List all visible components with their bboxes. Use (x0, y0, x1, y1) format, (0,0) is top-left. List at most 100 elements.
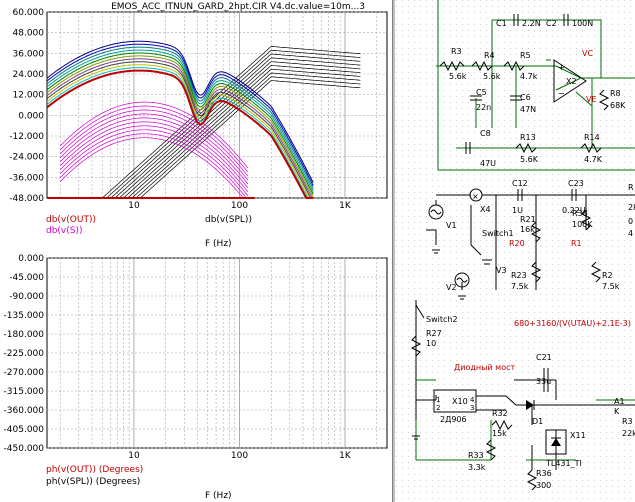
svg-text:X2: X2 (566, 77, 577, 86)
label-r2: R2 (602, 271, 613, 280)
resistor-r23[interactable] (530, 261, 542, 283)
label-r4: R4 (484, 51, 495, 60)
capacitor-c5[interactable] (470, 95, 482, 101)
capacitor-c2[interactable] (563, 14, 569, 26)
legend-ph-out[interactable]: ph(v(OUT)) (Degrees) (46, 465, 143, 475)
label-r2-val: 7.5k (602, 282, 620, 291)
phase-plot[interactable]: 0.000-45.000-90.000-135.000-180.000-225.… (4, 197, 388, 501)
switch1[interactable]: Switch1 (470, 229, 514, 256)
opamp-x2[interactable]: X2 + − (553, 59, 587, 103)
y-tick-label: -36.000 (9, 173, 44, 183)
y-tick-label: -90.000 (9, 292, 44, 302)
legend-db-out[interactable]: db(v(OUT)) (46, 215, 96, 225)
label-r36: R36 (536, 469, 552, 478)
multiplier-x4[interactable]: × X4 (469, 188, 491, 214)
label-r21-val: 16k (520, 225, 535, 234)
resistor-r8[interactable] (598, 89, 610, 111)
svg-text:2: 2 (436, 404, 440, 412)
svg-text:V3: V3 (496, 266, 507, 275)
x-tick-label: 10 (128, 201, 140, 211)
label-r5-val: 4.7k (520, 72, 538, 81)
label-c1: C1 (496, 19, 507, 28)
y-tick-label: -315.000 (4, 387, 45, 397)
label-r1: R1 (571, 239, 582, 248)
capacitor-c21[interactable] (543, 368, 549, 392)
curve-db-s (59, 129, 249, 197)
regulator-x11[interactable]: X11 TL431_TI (545, 429, 586, 468)
bridge-x10[interactable]: X10 1 2 4 3 2Д906 (433, 389, 477, 424)
resistor-r4[interactable] (471, 60, 493, 72)
svg-text:1: 1 (436, 396, 440, 404)
analysis-plot-window[interactable]: EMOS_ACC_ITNUN_GARD_2hpt.CIR V4.dc.value… (0, 0, 392, 502)
label-r20: R20 (509, 239, 525, 248)
label-r38-val: 100K (572, 220, 593, 229)
source-v2[interactable]: V2 (446, 272, 470, 292)
curve-db-out (46, 69, 314, 199)
switch2[interactable]: Switch2 (415, 304, 458, 324)
label-a1: A1 (614, 397, 625, 406)
label-c23-val: 0.22U (562, 206, 586, 215)
magnitude-plot[interactable]: 60.00048.00036.00024.00012.0000.000-12.0… (9, 8, 388, 249)
curve-db-out (46, 43, 314, 186)
diode-d1[interactable]: D1 (526, 400, 543, 426)
y-tick-label: -45.000 (9, 273, 44, 283)
source-v1[interactable]: V1 (428, 204, 457, 230)
capacitor-c6[interactable] (510, 95, 522, 101)
legend-ph-spl[interactable]: ph(v(SPL)) (Degrees) (46, 477, 140, 487)
label-r13: R13 (520, 133, 536, 142)
resistor-r38[interactable] (580, 209, 592, 231)
label-r-edge-val: 2k (628, 203, 635, 212)
resistor-r21[interactable] (530, 221, 542, 243)
resistor-r5[interactable] (503, 60, 525, 72)
y-tick-label: -225.000 (4, 349, 45, 359)
label-r14: R14 (584, 133, 600, 142)
curve-db-out (46, 40, 314, 183)
resistor-r27[interactable] (410, 335, 422, 357)
capacitor-c8[interactable] (465, 142, 471, 154)
capacitor-c1[interactable] (513, 14, 519, 26)
source-v3[interactable]: V3 (482, 259, 507, 275)
label-c5: C5 (476, 88, 487, 97)
resistor-r3[interactable] (439, 60, 465, 72)
ground-symbols (412, 249, 466, 440)
resistor-r13[interactable] (515, 142, 537, 154)
label-r3: R3 (451, 47, 462, 56)
resistor-r36[interactable] (526, 469, 538, 491)
y-tick-label: 0.000 (18, 111, 44, 121)
filter-wires (436, 0, 635, 171)
label-c8-val: 47U (480, 159, 496, 168)
phase-x-label: F (Hz) (205, 491, 232, 501)
legend-db-spl[interactable]: db(v(SPL)) (205, 215, 252, 225)
resistor-r2[interactable] (590, 261, 602, 283)
resistor-r32[interactable] (491, 419, 513, 431)
label-c-edge2: 4 (628, 229, 633, 238)
curve-db-out (46, 67, 314, 199)
resistor-r14[interactable] (580, 142, 602, 154)
label-c-edge: 0 (628, 217, 633, 226)
svg-text:X4: X4 (480, 205, 491, 214)
label-r33-val: 3.3k (468, 463, 486, 472)
label-r23: R23 (511, 271, 527, 280)
curve-db-s (59, 125, 249, 193)
capacitor-c12[interactable] (517, 189, 523, 201)
label-r-edge: R (628, 183, 634, 192)
window-splitter[interactable] (392, 0, 396, 502)
y-tick-label: 12.000 (13, 91, 45, 101)
label-r8: R8 (610, 89, 621, 98)
resistor-r33[interactable] (485, 439, 497, 461)
schematic-window[interactable]: X2 + − C1 2.2N C2 100N R3 5.6k R4 5.6k R… (396, 0, 635, 502)
label-c1-val: 2.2N (522, 19, 541, 28)
label-r3-val: 5.6k (449, 72, 467, 81)
label-tl431: TL431_TI (545, 459, 582, 468)
legend-db-s[interactable]: db(v(S)) (46, 226, 83, 236)
schematic-canvas[interactable]: X2 + − C1 2.2N C2 100N R3 5.6k R4 5.6k R… (396, 0, 635, 502)
label-r3b-val: 22k (622, 429, 635, 438)
y-tick-label: -360.000 (4, 406, 45, 416)
curve-db-s (59, 137, 248, 199)
plot-canvas[interactable]: EMOS_ACC_ITNUN_GARD_2hpt.CIR V4.dc.value… (0, 0, 392, 502)
label-r4-val: 5.6k (483, 72, 501, 81)
curve-db-s (59, 133, 248, 199)
capacitor-c23[interactable] (571, 189, 577, 201)
x-tick-label: 10 (128, 451, 140, 461)
